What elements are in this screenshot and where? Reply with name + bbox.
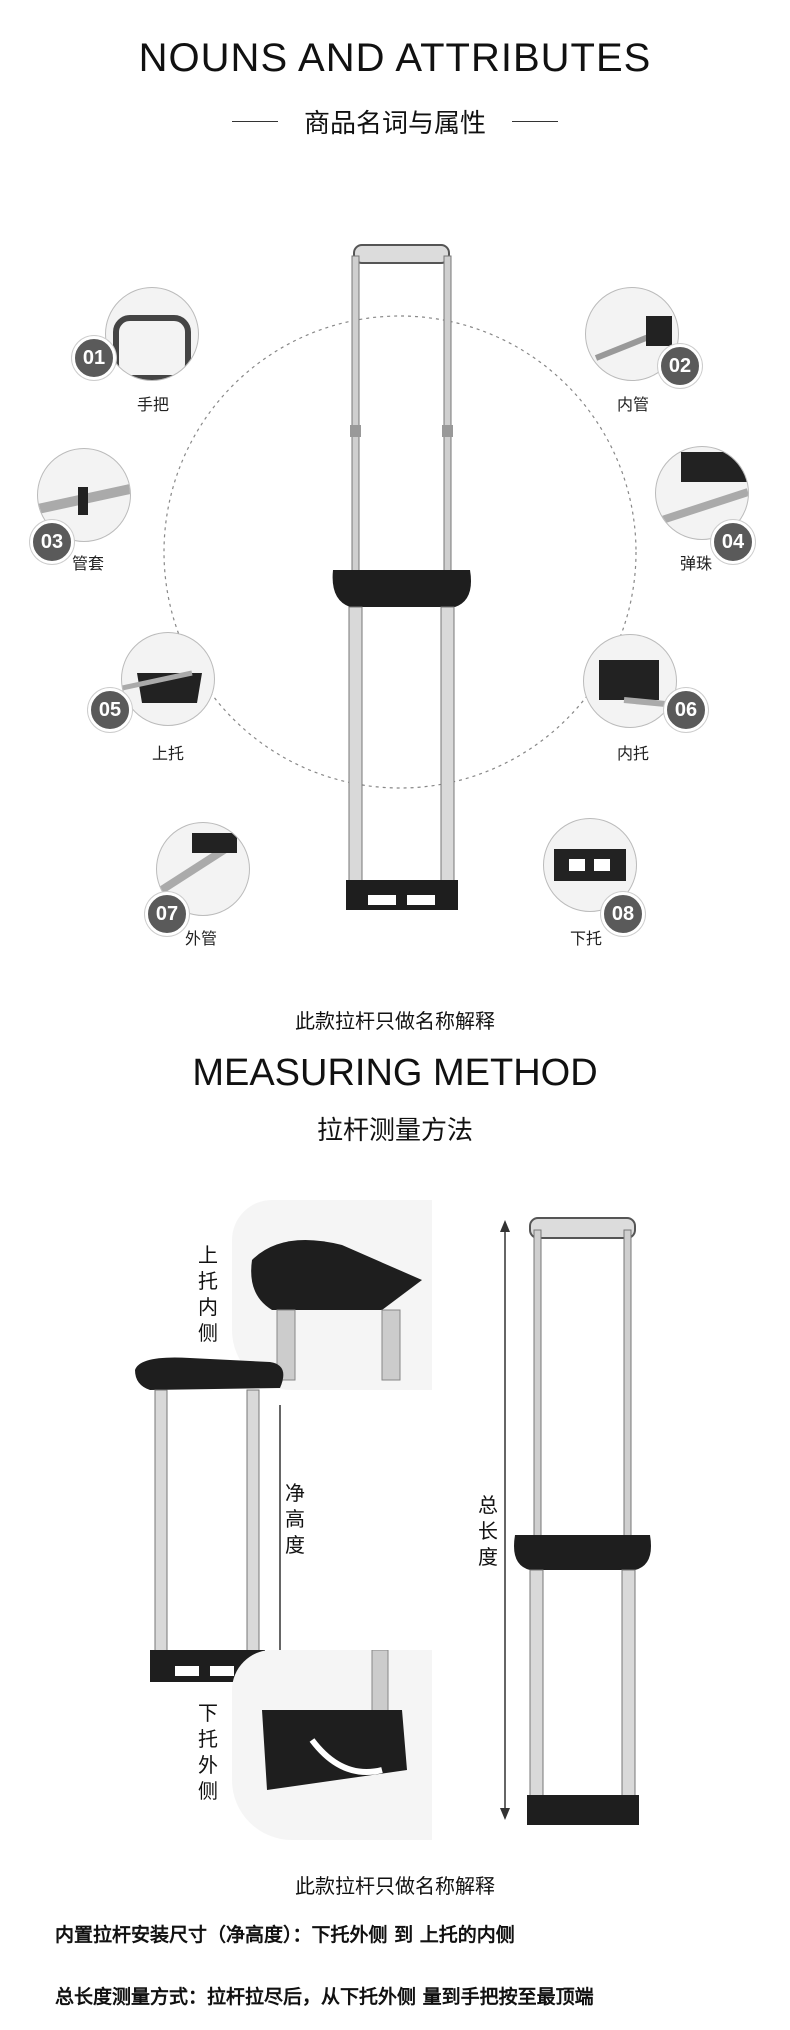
disclaimer-note-2: 此款拉杆只做名称解释 [295, 1874, 495, 1898]
part-badge-08: 08 [601, 892, 645, 936]
section-title-measuring: MEASURING METHOD [192, 1052, 598, 1094]
part-badge-04: 04 [711, 520, 755, 564]
title-rule-right [512, 121, 558, 122]
label-upper-tray-inner: 上托内侧 [198, 1243, 218, 1345]
section-subtitle-measuring: 拉杆测量方法 [316, 1116, 473, 1146]
part-label-handle: 手把 [137, 395, 170, 414]
detail-photo [232, 1200, 432, 1390]
part-badge-06: 06 [664, 688, 708, 732]
part-badge-05: 05 [88, 688, 132, 732]
detail-photo [105, 287, 199, 381]
title-rule-left [232, 121, 278, 122]
detail-photo [232, 1649, 432, 1840]
trolley-diagram [163, 244, 637, 910]
part-label-inner-tube: 内管 [617, 395, 650, 414]
part-badge-01: 01 [72, 336, 116, 380]
detail-photo [121, 632, 215, 726]
part-label-inner-tray: 内托 [617, 744, 650, 763]
install-size-instruction: 内置拉杆安装尺寸（净高度）：下托外侧 到 上托的内侧 [55, 1924, 515, 1946]
label-lower-tray-outer: 下托外侧 [198, 1701, 218, 1803]
part-badge-07: 07 [145, 892, 189, 936]
part-badge-03: 03 [30, 520, 74, 564]
section-subtitle-nouns: 商品名词与属性 [303, 109, 486, 139]
part-badge-02: 02 [658, 344, 702, 388]
part-label-lower-tray: 下托 [570, 929, 603, 948]
label-net-height: 净高度 [285, 1481, 305, 1557]
part-label-upper-tray: 上托 [152, 744, 185, 763]
part-label-outer-tube: 外管 [185, 929, 218, 948]
total-length-instruction: 总长度测量方式：拉杆拉尽后，从下托外侧 量到手把按至最顶端 [55, 1986, 594, 2008]
disclaimer-note: 此款拉杆只做名称解释 [295, 1009, 495, 1033]
part-label-sleeve: 管套 [72, 554, 105, 573]
detail-photo [583, 634, 677, 728]
trolley-diagram [500, 1217, 651, 1825]
label-total-length: 总长度 [478, 1493, 498, 1569]
part-label-spring-ball: 弹珠 [680, 554, 713, 573]
section-title-nouns: NOUNS AND ATTRIBUTES [138, 36, 652, 80]
